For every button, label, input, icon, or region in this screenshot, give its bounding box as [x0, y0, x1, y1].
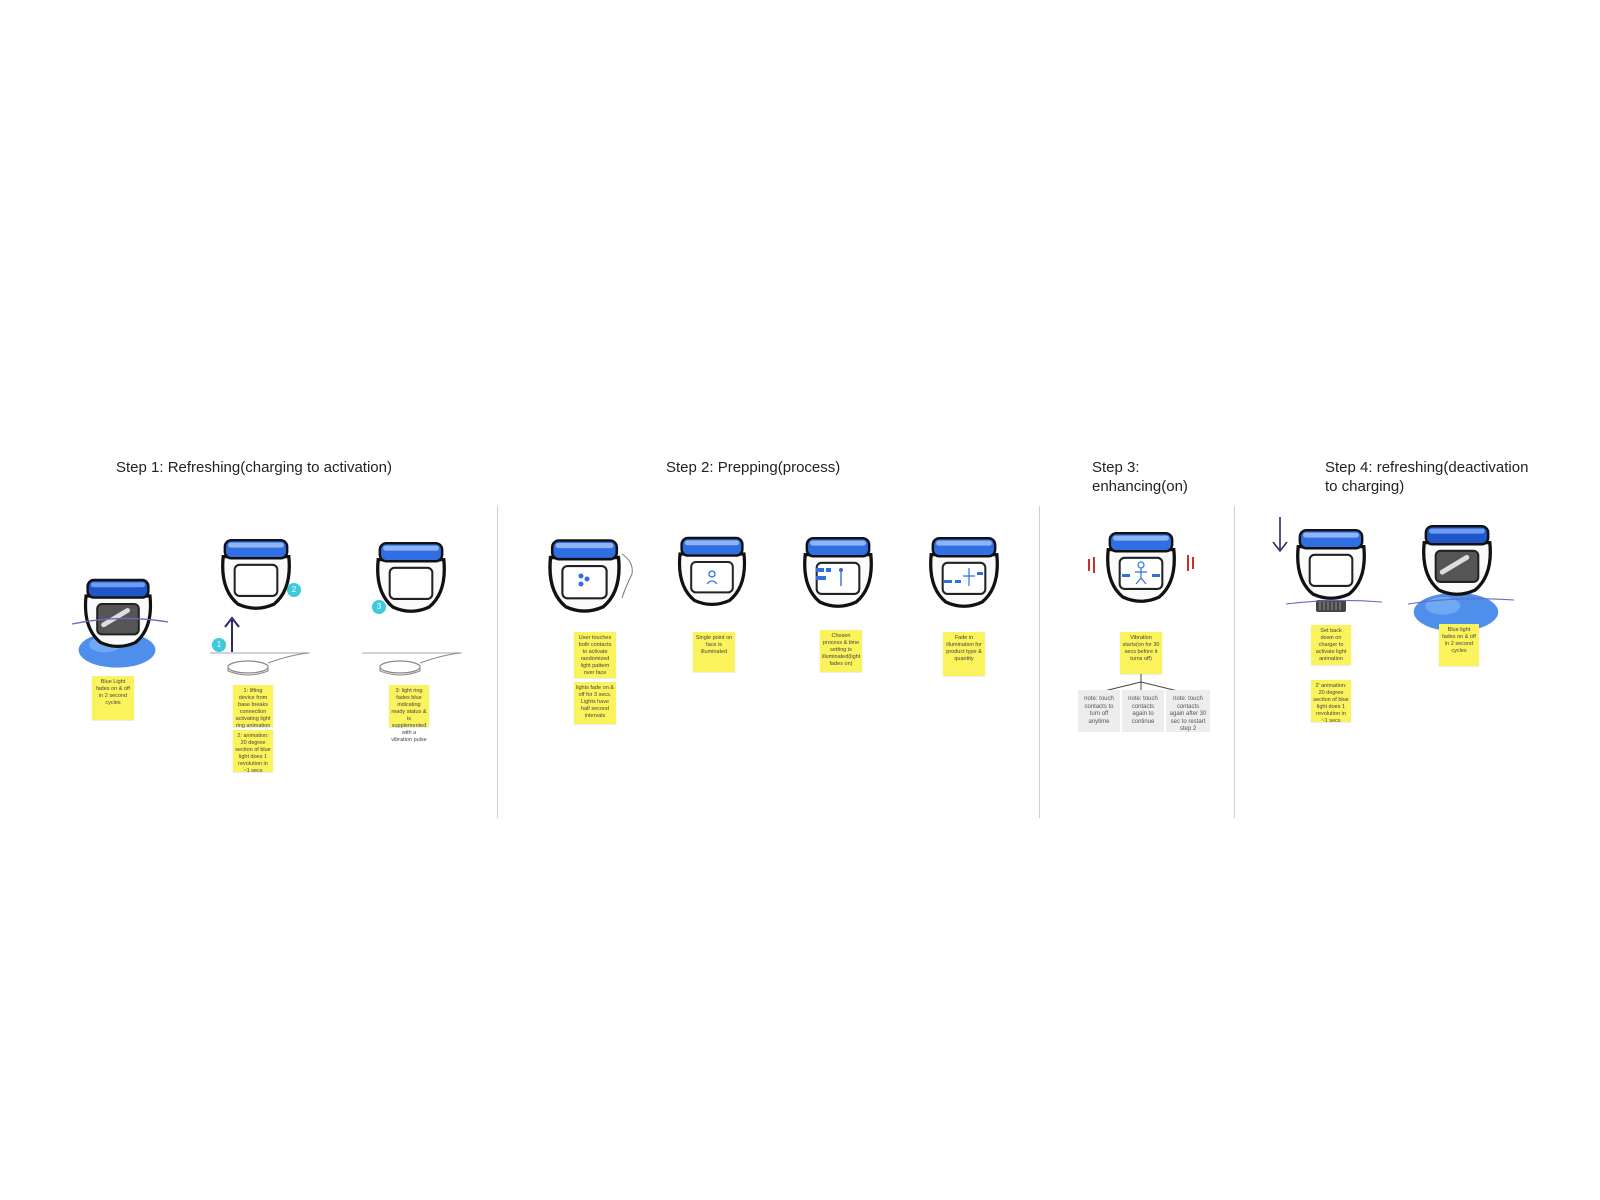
vibration-left	[1088, 557, 1095, 573]
branch-note-2: note: touch contacts again to continue	[1122, 690, 1164, 732]
sticky-note-s4b: 2' animation: 20 degree section of blue …	[1311, 680, 1351, 724]
sticky-note-s4c: Blue light fades on & off in 2 second cy…	[1439, 624, 1479, 666]
sticky-note-s2d: Chosen process & time setting is illumin…	[820, 630, 862, 672]
jar-4-face-dots	[578, 573, 590, 587]
sticky-note-s1c: 2: animation: 20 degree section of blue …	[233, 730, 273, 774]
set-down-arrow	[1272, 517, 1288, 553]
jar-7-face-product	[944, 568, 983, 586]
orbit-line-4	[1285, 599, 1383, 605]
vibration-right	[1187, 555, 1194, 571]
jar-sketch-10	[1416, 518, 1498, 600]
step-4-title: Step 4: refreshing(deactivation to charg…	[1325, 459, 1529, 495]
sticky-note-s4a: Set back down on charger to activate lig…	[1311, 625, 1351, 665]
jar-6-face-settings	[816, 568, 843, 586]
jar-4-hand-lines	[621, 553, 633, 599]
sticky-note-s1b: 1: lifting device from base breaks conne…	[233, 685, 273, 729]
charger-base-3	[1316, 600, 1346, 612]
sticky-note-s1a: Blue Light fades on & off in 2 second cy…	[92, 676, 134, 720]
orbit-line-5	[1407, 598, 1515, 605]
step-2-title: Step 2: Prepping(process)	[666, 459, 841, 476]
branch-note-1: note: touch contacts to turn off anytime	[1078, 690, 1120, 732]
marker-1: 1	[212, 638, 226, 652]
sticky-note-s2b: lights fade on & off for 3 secs. Lights …	[574, 682, 616, 724]
divider-2	[1039, 506, 1040, 818]
branch-lines	[1099, 674, 1183, 693]
sticky-note-s2c: Single point on face is illuminated	[693, 632, 735, 672]
charging-base-2	[362, 645, 462, 685]
lift-arrow	[224, 616, 240, 652]
branch-note-3: note: touch contacts again after 30 sec …	[1166, 690, 1210, 732]
jar-8-face-figure	[1122, 561, 1160, 585]
orbit-line-1	[71, 617, 169, 625]
marker-3: 3	[372, 600, 386, 614]
marker-2: 2	[287, 583, 301, 597]
step-3-title: Step 3: enhancing(on)	[1092, 459, 1188, 495]
sticky-note-s2a: User touches both contacts to activate r…	[574, 632, 616, 678]
jar-sketch-9	[1290, 522, 1372, 604]
sticky-note-s1d: 3: light ring fades blue indicating read…	[389, 685, 429, 743]
jar-sketch-2	[215, 532, 297, 614]
sticky-note-s2e: Fade in illumination for product type & …	[943, 632, 985, 676]
divider-3	[1234, 506, 1235, 818]
charging-base-1	[210, 645, 310, 685]
step-1-title: Step 1: Refreshing(charging to activatio…	[116, 459, 392, 476]
divider-1	[497, 506, 498, 818]
sticky-note-s3a: Vibration starts(on for 30 secs before i…	[1120, 632, 1162, 674]
jar-5-face-point	[706, 570, 718, 585]
